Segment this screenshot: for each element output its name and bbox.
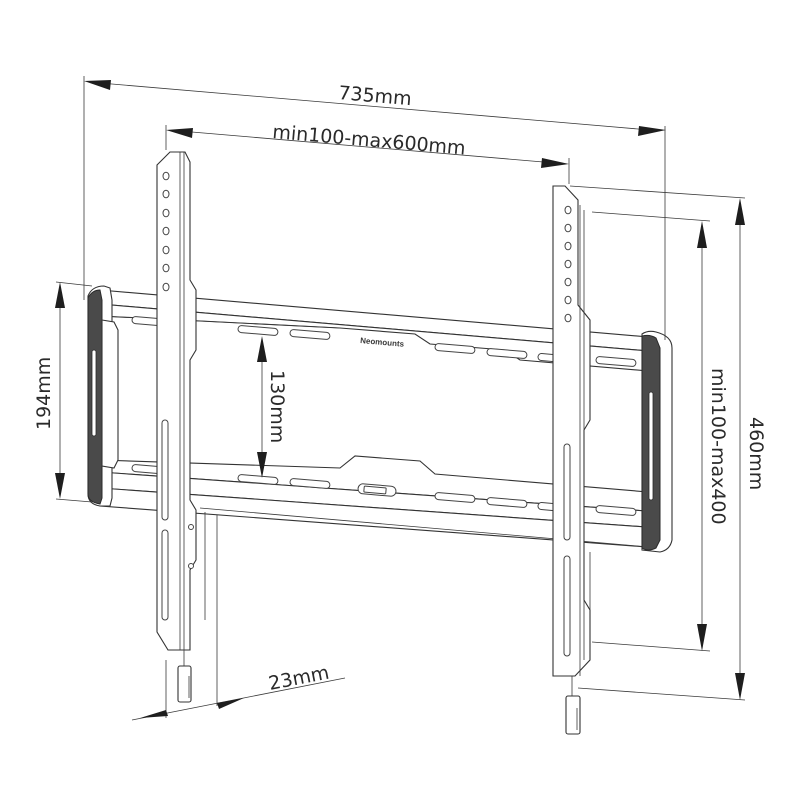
right-tv-bracket	[552, 185, 591, 677]
dim-label-vesa-h: min100-max600mm	[272, 121, 467, 159]
bottom-rail-slots	[131, 464, 637, 516]
right-pull-cord	[565, 676, 581, 735]
dim-overall-height: 460mm	[569, 185, 767, 701]
dim-label-460: 460mm	[745, 417, 767, 490]
dim-rail-spacing: 130mm	[257, 336, 288, 478]
brand-label: Neomounts	[360, 336, 405, 349]
right-end-cap	[641, 330, 673, 553]
dim-vesa-horizontal: min100-max600mm	[165, 121, 570, 184]
dim-label-194: 194mm	[33, 357, 55, 430]
left-pull-cord	[177, 650, 192, 703]
wall-plate: Neomounts	[99, 289, 661, 620]
left-tv-bracket	[156, 151, 197, 651]
left-bracket-holes	[162, 171, 170, 292]
dim-label-23: 23mm	[267, 662, 331, 695]
dim-label-vesa-v: min100-max400	[707, 368, 729, 525]
dim-plate-height: 194mm	[33, 281, 93, 503]
dim-vesa-vertical: min100-max400	[591, 211, 729, 652]
top-rail-slots	[131, 316, 637, 367]
right-bracket-holes	[564, 205, 572, 323]
dim-overall-width: 735mm	[83, 76, 666, 340]
dim-label-130: 130mm	[266, 370, 288, 443]
left-end-cap	[87, 285, 119, 507]
dim-label-735: 735mm	[338, 82, 413, 110]
